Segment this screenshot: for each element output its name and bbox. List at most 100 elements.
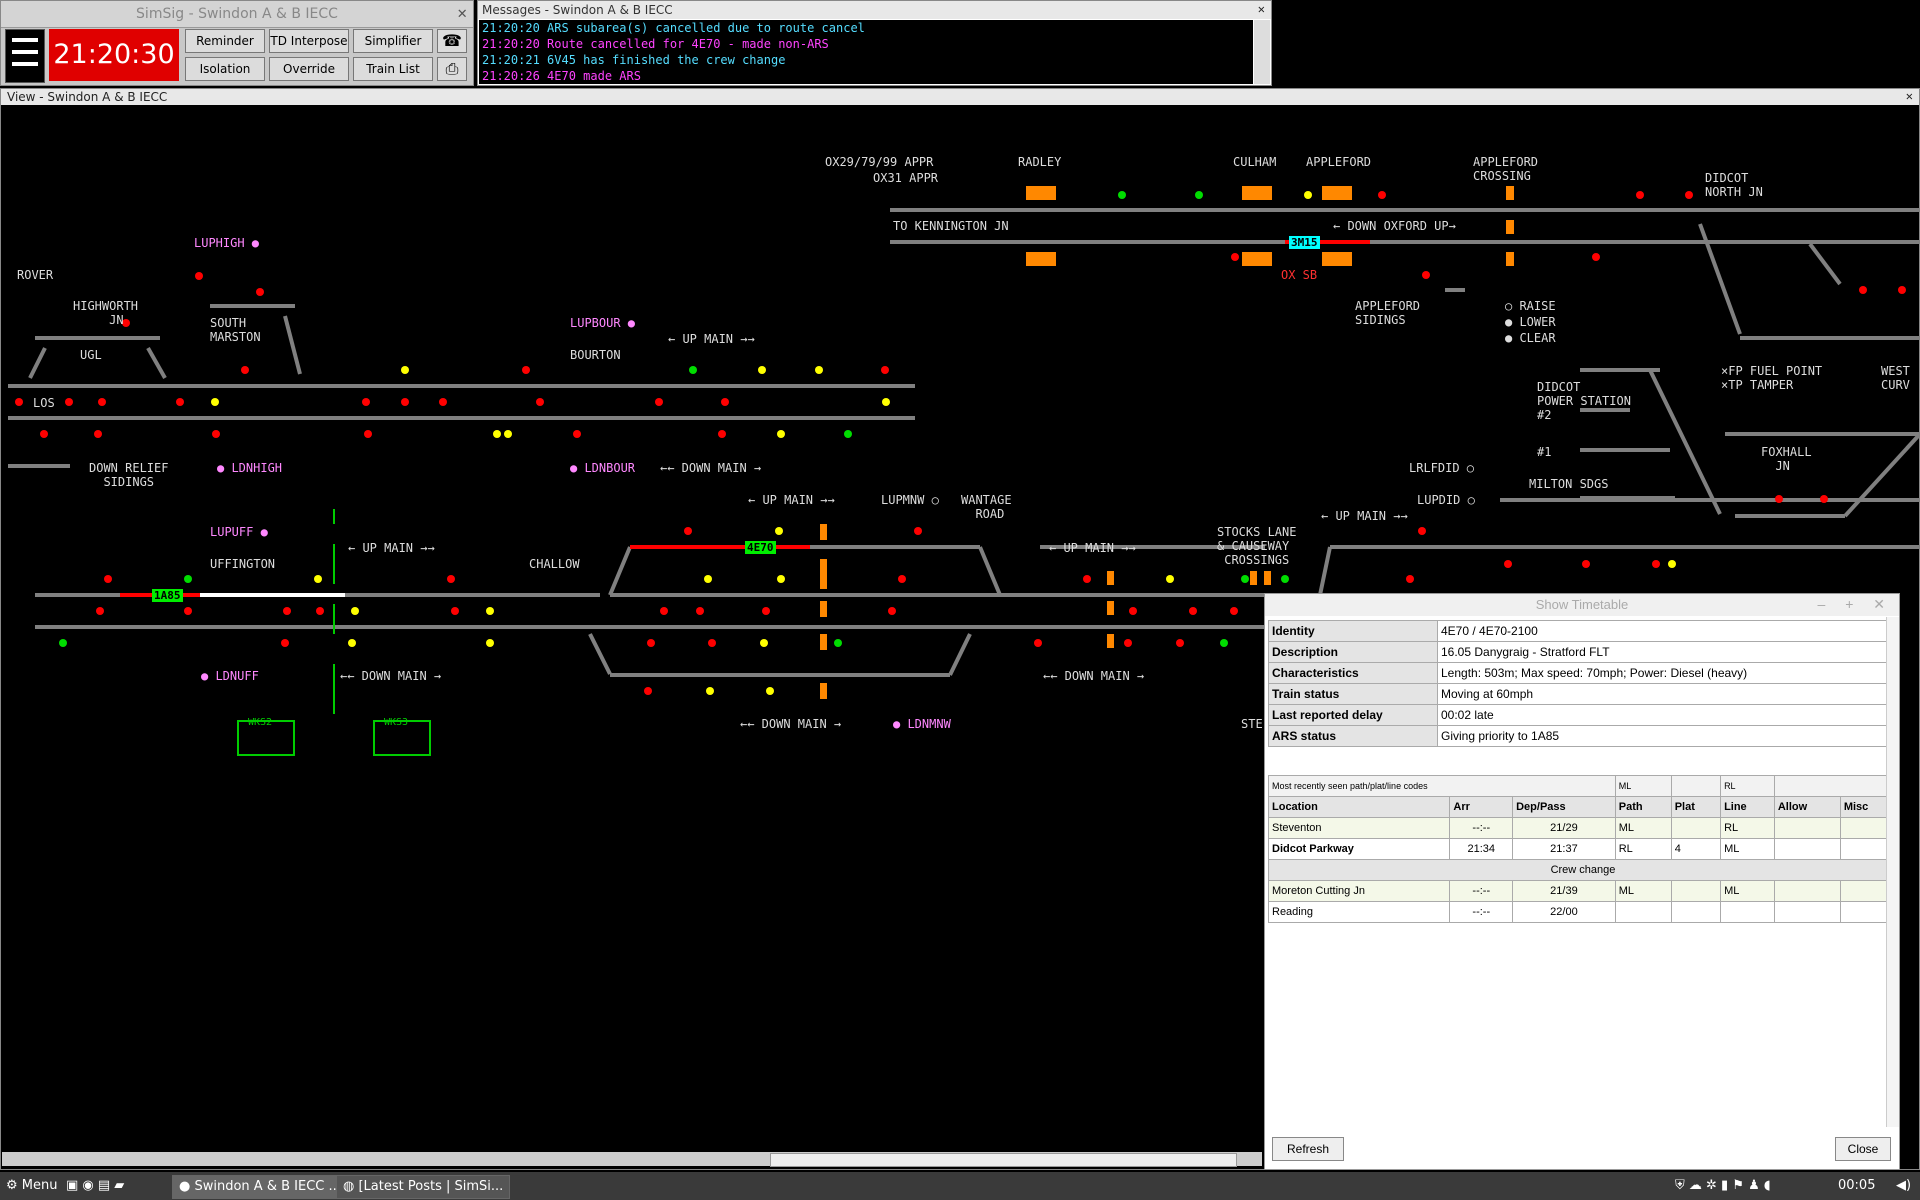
signal-aspect[interactable]: [447, 575, 455, 583]
signal-aspect[interactable]: [195, 272, 203, 280]
signal-aspect[interactable]: [104, 575, 112, 583]
signal-aspect[interactable]: [777, 575, 785, 583]
table-row[interactable]: Reading--:--22/00: [1267, 901, 1899, 923]
signal-aspect[interactable]: [59, 639, 67, 647]
signal-aspect[interactable]: [1820, 495, 1828, 503]
label-lupbour[interactable]: LUPBOUR ●: [570, 316, 636, 330]
signal-aspect[interactable]: [1378, 191, 1386, 199]
signal-aspect[interactable]: [1898, 286, 1906, 294]
start-menu-button[interactable]: ⚙ Menu: [6, 1178, 58, 1193]
view-hscroll-thumb[interactable]: [770, 1153, 1237, 1167]
signal-aspect[interactable]: [1129, 607, 1137, 615]
isolation-button[interactable]: Isolation: [185, 57, 265, 81]
label-lower[interactable]: ● LOWER: [1505, 315, 1556, 329]
signal-aspect[interactable]: [762, 607, 770, 615]
signal-aspect[interactable]: [775, 527, 783, 535]
label-luphigh[interactable]: LUPHIGH ●: [194, 236, 260, 250]
label-lupuff[interactable]: LUPUFF ●: [210, 525, 268, 539]
menu-button[interactable]: [5, 29, 45, 83]
label-raise[interactable]: ○ RAISE: [1505, 299, 1556, 313]
signal-aspect[interactable]: [1504, 560, 1512, 568]
label-lupdid[interactable]: LUPDID ○: [1417, 493, 1475, 507]
signal-aspect[interactable]: [1176, 639, 1184, 647]
signal-aspect[interactable]: [401, 398, 409, 406]
simplifier-button[interactable]: Simplifier: [353, 29, 433, 53]
signal-aspect[interactable]: [283, 607, 291, 615]
signal-aspect[interactable]: [1406, 575, 1414, 583]
signal-aspect[interactable]: [401, 366, 409, 374]
refresh-button[interactable]: Refresh: [1272, 1137, 1344, 1161]
signal-aspect[interactable]: [758, 366, 766, 374]
signal-aspect[interactable]: [689, 366, 697, 374]
messages-scrollbar[interactable]: [1254, 20, 1270, 84]
signal-aspect[interactable]: [766, 687, 774, 695]
signal-aspect[interactable]: [184, 575, 192, 583]
signal-aspect[interactable]: [241, 366, 249, 374]
signal-aspect[interactable]: [718, 430, 726, 438]
signal-aspect[interactable]: [1418, 527, 1426, 535]
signal-aspect[interactable]: [1304, 191, 1312, 199]
signal-aspect[interactable]: [882, 398, 890, 406]
signal-aspect[interactable]: [40, 430, 48, 438]
signal-aspect[interactable]: [1281, 575, 1289, 583]
signal-aspect[interactable]: [1124, 639, 1132, 647]
signal-aspect[interactable]: [1166, 575, 1174, 583]
signal-aspect[interactable]: [706, 687, 714, 695]
signal-aspect[interactable]: [364, 430, 372, 438]
signal-aspect[interactable]: [256, 288, 264, 296]
signal-aspect[interactable]: [1083, 575, 1091, 583]
train-list-button[interactable]: Train List: [353, 57, 433, 81]
timetable-window-controls[interactable]: – + ✕: [1817, 596, 1893, 612]
signal-aspect[interactable]: [708, 639, 716, 647]
label-ldnhigh[interactable]: ● LDNHIGH: [217, 461, 283, 475]
signal-aspect[interactable]: [573, 430, 581, 438]
signal-aspect[interactable]: [696, 607, 704, 615]
signal-aspect[interactable]: [1189, 607, 1197, 615]
signal-aspect[interactable]: [1668, 560, 1676, 568]
messages-close-icon[interactable]: ✕: [1257, 2, 1265, 16]
signal-aspect[interactable]: [1034, 639, 1042, 647]
signal-aspect[interactable]: [176, 398, 184, 406]
signal-aspect[interactable]: [1195, 191, 1203, 199]
quicklaunch-icons[interactable]: ▣ ◉ ▤ ▰: [66, 1178, 125, 1193]
signal-aspect[interactable]: [362, 398, 370, 406]
signal-aspect[interactable]: [684, 527, 692, 535]
signal-aspect[interactable]: [881, 366, 889, 374]
label-ldnbour[interactable]: ● LDNBOUR: [570, 461, 636, 475]
signal-aspect[interactable]: [1652, 560, 1660, 568]
signal-aspect[interactable]: [815, 366, 823, 374]
task-swindon[interactable]: ● Swindon A & B IECC ...: [172, 1175, 348, 1199]
signal-aspect[interactable]: [760, 639, 768, 647]
signal-aspect[interactable]: [1685, 191, 1693, 199]
signal-aspect[interactable]: [721, 398, 729, 406]
signal-aspect[interactable]: [1859, 286, 1867, 294]
td-interpose-button[interactable]: TD Interpose: [269, 29, 349, 53]
signal-aspect[interactable]: [1592, 253, 1600, 261]
override-button[interactable]: Override: [269, 57, 349, 81]
print-icon[interactable]: ⎙: [437, 57, 467, 81]
signal-aspect[interactable]: [15, 398, 23, 406]
signal-aspect[interactable]: [914, 527, 922, 535]
signal-aspect[interactable]: [1636, 191, 1644, 199]
signal-aspect[interactable]: [348, 639, 356, 647]
signal-aspect[interactable]: [1220, 639, 1228, 647]
volume-icon[interactable]: ◀): [1896, 1178, 1912, 1193]
signal-aspect[interactable]: [1422, 271, 1430, 279]
train-4e70[interactable]: 4E70: [745, 541, 776, 554]
label-lupmnw[interactable]: LUPMNW ○: [881, 493, 939, 507]
signal-aspect[interactable]: [888, 607, 896, 615]
signal-aspect[interactable]: [1231, 253, 1239, 261]
signal-aspect[interactable]: [439, 398, 447, 406]
task-browser[interactable]: ◍ [Latest Posts | SimSi...: [336, 1175, 511, 1199]
signal-aspect[interactable]: [834, 639, 842, 647]
signal-aspect[interactable]: [211, 398, 219, 406]
train-3m15[interactable]: 3M15: [1289, 236, 1320, 249]
signal-aspect[interactable]: [94, 430, 102, 438]
timetable-scrollbar[interactable]: [1886, 617, 1899, 1127]
signal-aspect[interactable]: [655, 398, 663, 406]
signal-aspect[interactable]: [522, 366, 530, 374]
signal-aspect[interactable]: [184, 607, 192, 615]
track-diagram[interactable]: [0, 104, 1920, 1152]
